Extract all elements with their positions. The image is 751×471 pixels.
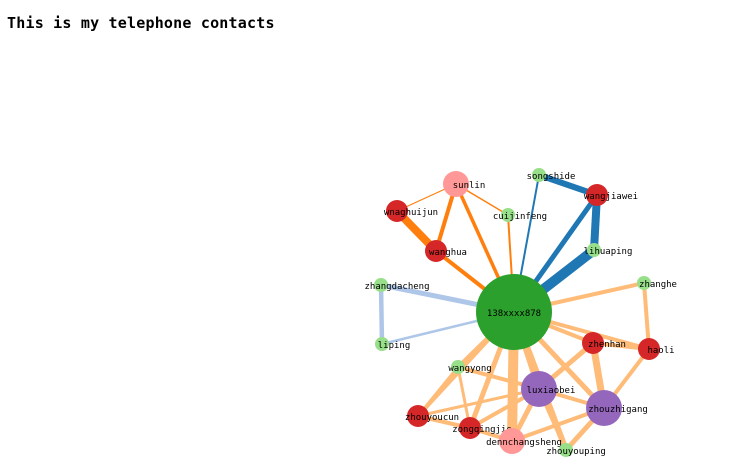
link-luxiaobei-zhouyoucun xyxy=(417,387,540,418)
node-circle-zhouyouping[interactable] xyxy=(559,443,573,457)
node-label-wnaghuijun: wnaghuijun xyxy=(384,208,438,218)
node-zhenhan[interactable]: zhenhan xyxy=(582,332,626,354)
node-label-haoli: haoli xyxy=(647,346,674,356)
node-label-dennchangsheng: dennchangsheng xyxy=(486,438,562,448)
node-circle-songshide[interactable] xyxy=(532,168,546,182)
node-label-wanghua: wanghua xyxy=(429,248,467,258)
node-haoli[interactable]: haoli xyxy=(638,338,675,360)
node-wnaghuijun[interactable]: wnaghuijun xyxy=(384,200,438,222)
node-circle-wnaghuijun[interactable] xyxy=(386,200,408,222)
node-zhouzhigang[interactable]: zhouzhigang xyxy=(586,390,648,426)
node-circle-wanghua[interactable] xyxy=(425,240,447,262)
link-zhanghe-haoli xyxy=(642,282,651,350)
link-zhangdacheng-liping xyxy=(378,284,385,345)
node-songshide[interactable]: songshide xyxy=(527,168,576,182)
node-label-wangjiawei: wangjiawei xyxy=(584,192,638,202)
node-liping[interactable]: liping xyxy=(375,337,410,351)
node-label-songshide: songshide xyxy=(527,172,576,182)
node-circle-luxiaobei[interactable] xyxy=(521,371,557,407)
node-138xxxx878[interactable]: 138xxxx878 xyxy=(476,274,552,350)
node-wangyong[interactable]: wangyong xyxy=(448,360,492,374)
node-lihuaping[interactable]: lihuaping xyxy=(584,243,633,257)
node-label-zhouyouping: zhouyouping xyxy=(546,447,606,457)
node-circle-138xxxx878[interactable] xyxy=(476,274,552,350)
node-circle-sunlin[interactable] xyxy=(443,171,469,197)
node-circle-haoli[interactable] xyxy=(638,338,660,360)
node-zongqingjie[interactable]: zongqingjie xyxy=(452,417,512,439)
node-label-zongqingjie: zongqingjie xyxy=(452,425,512,435)
nodes-layer: 138xxxx878 sunlin wnaghuijun wanghua cuijinf… xyxy=(364,168,677,457)
node-circle-zongqingjie[interactable] xyxy=(459,417,481,439)
node-label-liping: liping xyxy=(378,341,411,351)
node-luxiaobei[interactable]: luxiaobei xyxy=(521,371,575,407)
node-circle-lihuaping[interactable] xyxy=(587,243,601,257)
node-label-luxiaobei: luxiaobei xyxy=(527,386,576,396)
node-zhangdacheng[interactable]: zhangdacheng xyxy=(364,278,430,292)
node-circle-dennchangsheng[interactable] xyxy=(499,428,525,454)
node-dennchangsheng[interactable]: dennchangsheng xyxy=(486,428,562,454)
node-label-138xxxx878: 138xxxx878 xyxy=(487,309,541,319)
node-label-zhouzhigang: zhouzhigang xyxy=(588,405,648,415)
node-zhouyouping[interactable]: zhouyouping xyxy=(546,443,606,457)
node-zhanghe[interactable]: zhanghe xyxy=(637,276,677,290)
node-cuijinfeng[interactable]: cuijinfeng xyxy=(493,208,547,222)
node-label-cuijinfeng: cuijinfeng xyxy=(493,212,547,222)
node-label-zhangdacheng: zhangdacheng xyxy=(364,282,429,292)
node-circle-zhouyoucun[interactable] xyxy=(407,405,429,427)
node-label-lihuaping: lihuaping xyxy=(584,247,633,257)
node-label-zhanghe: zhanghe xyxy=(639,280,677,290)
node-circle-zhangdacheng[interactable] xyxy=(374,278,388,292)
node-sunlin[interactable]: sunlin xyxy=(443,171,485,197)
node-circle-zhenhan[interactable] xyxy=(582,332,604,354)
node-circle-cuijinfeng[interactable] xyxy=(501,208,515,222)
node-label-sunlin: sunlin xyxy=(453,181,486,191)
node-circle-zhanghe[interactable] xyxy=(637,276,651,290)
node-zhouyoucun[interactable]: zhouyoucun xyxy=(405,405,459,427)
node-label-zhouyoucun: zhouyoucun xyxy=(405,413,459,423)
node-circle-wangyong[interactable] xyxy=(451,360,465,374)
node-wanghua[interactable]: wanghua xyxy=(425,240,467,262)
node-label-wangyong: wangyong xyxy=(448,364,491,374)
node-circle-liping[interactable] xyxy=(375,337,389,351)
node-circle-zhouzhigang[interactable] xyxy=(586,390,622,426)
page-title: This is my telephone contacts xyxy=(7,14,275,32)
node-circle-wangjiawei[interactable] xyxy=(586,184,608,206)
node-label-zhenhan: zhenhan xyxy=(588,340,626,350)
node-wangjiawei[interactable]: wangjiawei xyxy=(584,184,638,206)
